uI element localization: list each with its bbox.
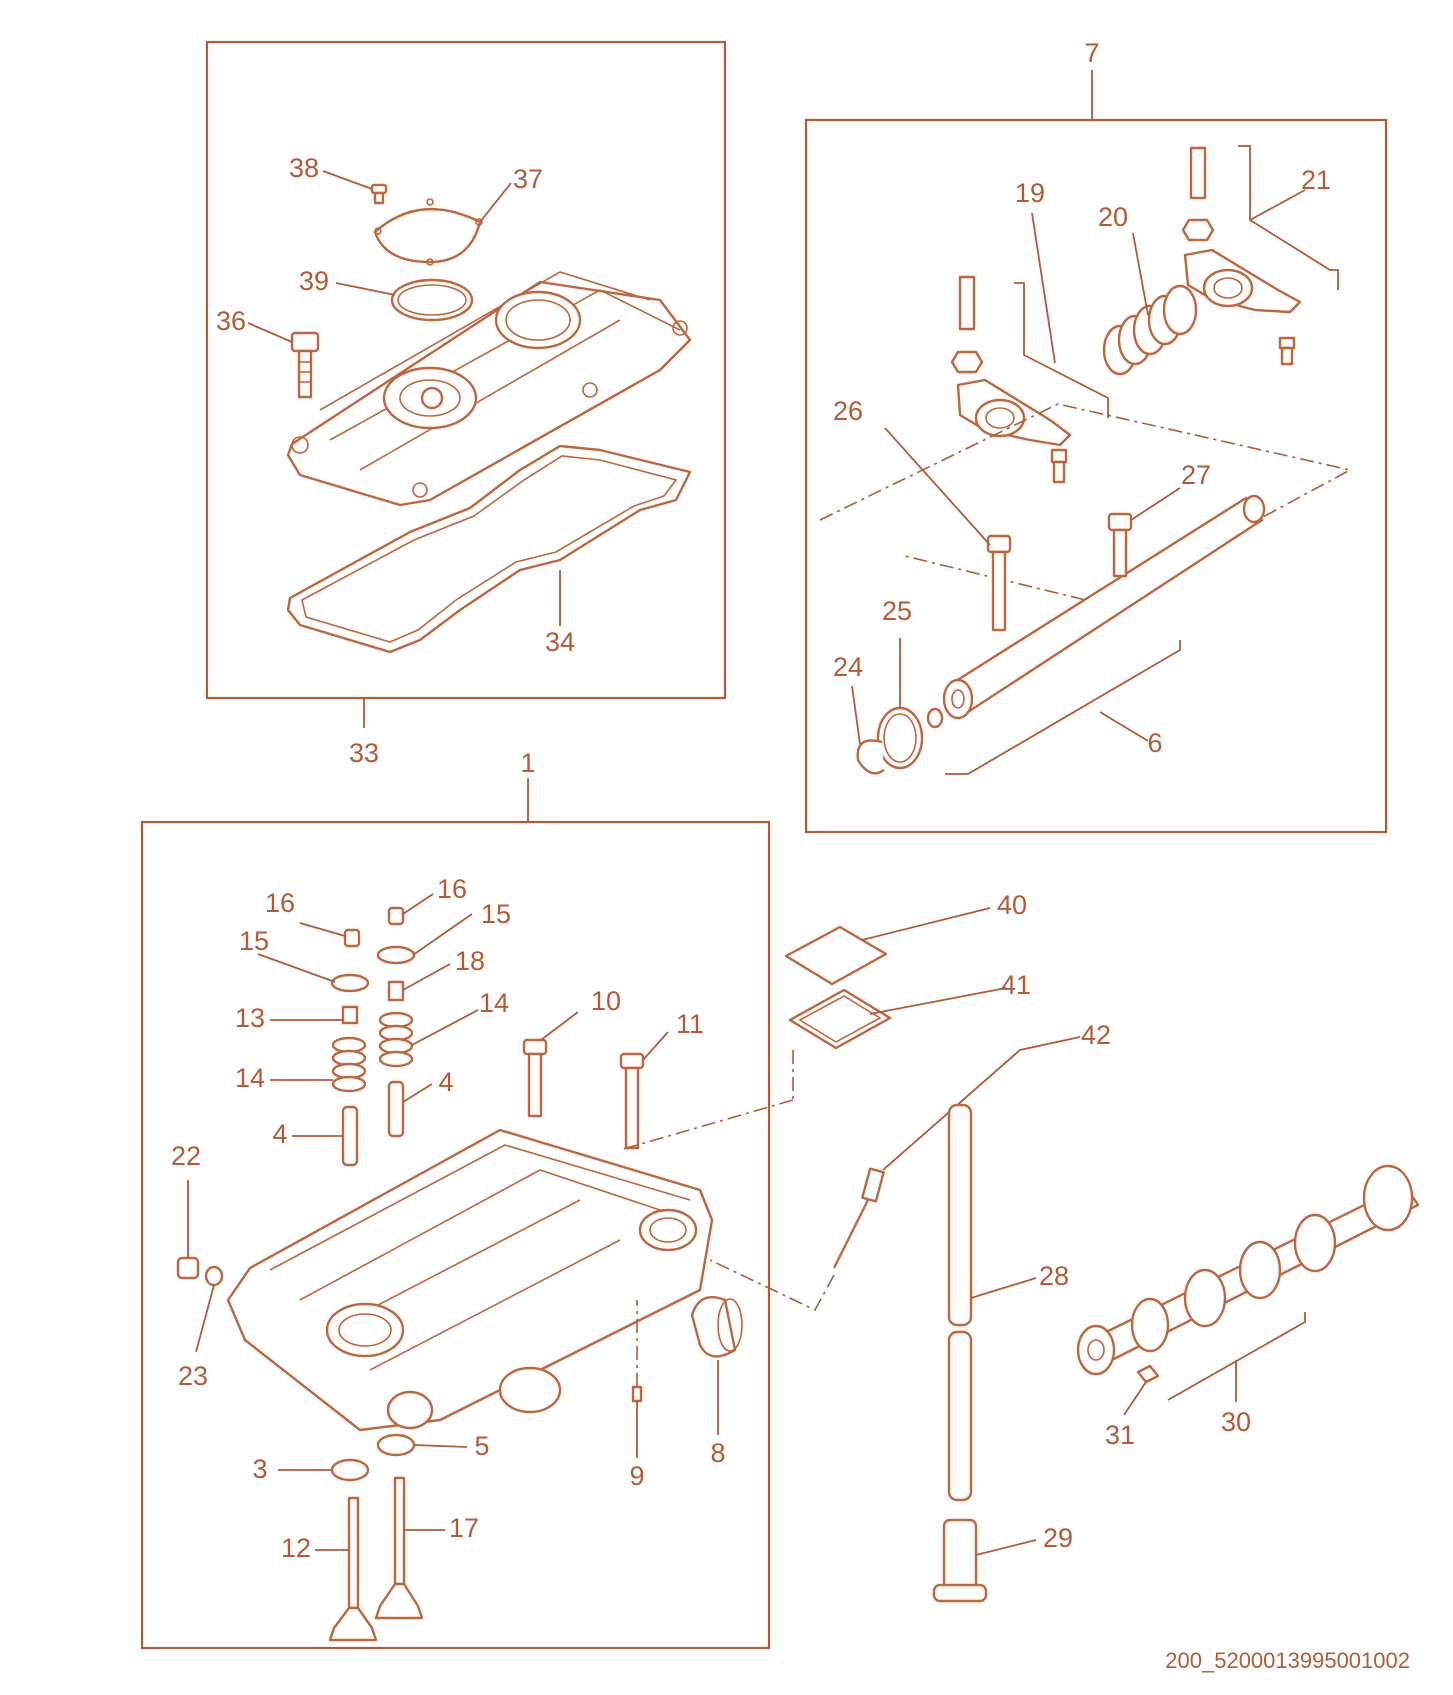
callout-30: 30 [1221, 1407, 1251, 1437]
callout-31: 31 [1105, 1420, 1135, 1450]
tappet [932, 1518, 988, 1603]
callout-33: 33 [349, 738, 379, 768]
callout-27: 27 [1181, 460, 1211, 490]
cover-plate [373, 207, 482, 264]
callout-22: 22 [171, 1141, 201, 1171]
callout-28: 28 [1039, 1261, 1069, 1291]
callout-14-lower: 14 [235, 1063, 265, 1093]
cover-o-ring [390, 278, 474, 322]
rocker-spring [1102, 284, 1198, 376]
callout-12: 12 [281, 1533, 311, 1563]
drawing-code: 200_5200013995001002 [1165, 1648, 1410, 1673]
cylinder-head-assembly [176, 906, 743, 1642]
callout-26: 26 [833, 396, 863, 426]
callout-7: 7 [1084, 38, 1099, 68]
side-cover-gasket [788, 988, 892, 1050]
cylinder-head-body [226, 1128, 714, 1432]
callout-4-upper: 4 [438, 1067, 453, 1097]
shaft-circlip [856, 739, 885, 775]
callout-8: 8 [710, 1438, 725, 1468]
callout-39: 39 [299, 266, 329, 296]
valve-17 [374, 1476, 424, 1620]
callout-10: 10 [591, 986, 621, 1016]
callout-13: 13 [235, 1003, 265, 1033]
cylinder-head-group-frame [140, 820, 771, 1650]
side-cover [784, 925, 888, 986]
callout-29: 29 [1043, 1523, 1073, 1553]
cover-bolt [290, 331, 320, 399]
callout-19: 19 [1015, 178, 1045, 208]
callout-36: 36 [216, 306, 246, 336]
callout-11: 11 [676, 1009, 704, 1039]
callout-1: 1 [520, 748, 535, 778]
callout-37: 37 [513, 164, 543, 194]
callout-24: 24 [833, 652, 863, 682]
callout-20: 20 [1098, 202, 1128, 232]
camshaft [1076, 1164, 1420, 1376]
cover-gasket [286, 444, 692, 654]
callout-34: 34 [545, 627, 575, 657]
callout-3: 3 [252, 1454, 267, 1484]
callout-6: 6 [1147, 728, 1162, 758]
callout-17: 17 [449, 1513, 479, 1543]
valve-12 [328, 1496, 378, 1642]
valve-cover-assembly [286, 183, 692, 654]
valve-spring-right [378, 1011, 414, 1068]
callout-9: 9 [629, 1461, 644, 1491]
valve-spring-left [331, 1036, 367, 1093]
callout-25: 25 [882, 596, 912, 626]
callout-16-left: 16 [265, 888, 295, 918]
callout-5: 5 [474, 1431, 489, 1461]
callout-18: 18 [455, 946, 485, 976]
callout-38: 38 [289, 153, 319, 183]
callout-15-left: 15 [239, 926, 269, 956]
callout-15-right: 15 [481, 899, 511, 929]
glow-plug [832, 1167, 885, 1269]
callout-14-upper: 14 [479, 988, 509, 1018]
valve-cover-group-frame [205, 40, 727, 700]
callout-21: 21 [1301, 165, 1331, 195]
callout-40: 40 [997, 890, 1027, 920]
push-rod [947, 1103, 973, 1502]
callout-42: 42 [1081, 1020, 1111, 1050]
rocker-arm-assembly [819, 146, 1353, 775]
callout-4-lower: 4 [272, 1119, 287, 1149]
callout-16-right: 16 [437, 874, 467, 904]
woodruff-key [1136, 1364, 1160, 1384]
callout-23: 23 [178, 1361, 208, 1391]
callout-41: 41 [1001, 970, 1031, 1000]
cup-plug [690, 1295, 737, 1358]
cover-screw [370, 183, 388, 205]
rocker-arm-group-frame [804, 118, 1388, 834]
